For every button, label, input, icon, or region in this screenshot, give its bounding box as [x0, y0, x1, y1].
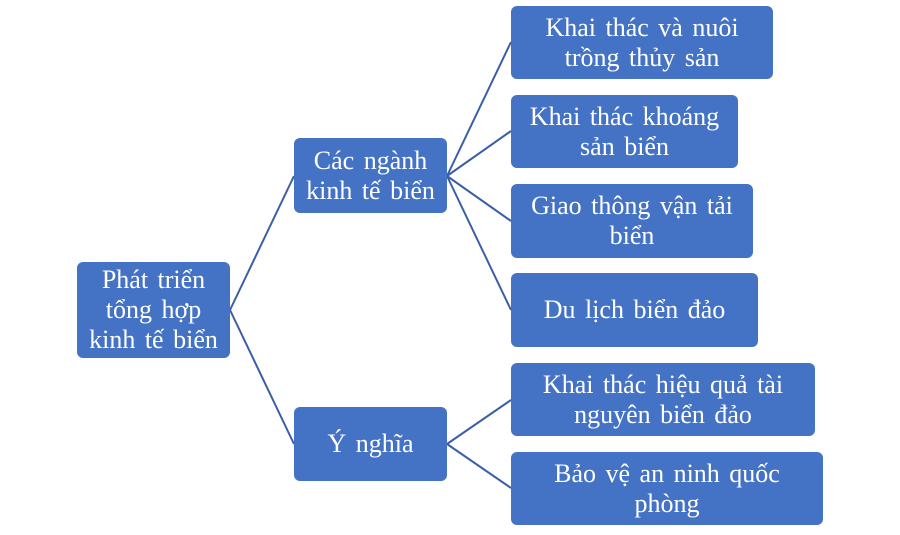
- connector-branch-0-leaf-3: [446, 175, 512, 311]
- leaf-node: Khai thác khoáng sản biển: [511, 95, 738, 168]
- connector-branch-1-leaf-0: [446, 399, 512, 445]
- connector-branch-1-leaf-1: [446, 443, 512, 489]
- connector-branch-0-leaf-1: [446, 130, 512, 177]
- root-node: Phát triển tổng hợp kinh tế biển: [77, 262, 230, 358]
- branch-node-industries: Các ngành kinh tế biển: [294, 138, 447, 213]
- branch-node-significance: Ý nghĩa: [294, 407, 447, 481]
- connector-root-branch-0: [229, 175, 295, 311]
- leaf-node: Bảo vệ an ninh quốc phòng: [511, 452, 823, 525]
- connector-branch-0-leaf-2: [446, 175, 512, 222]
- leaf-node: Khai thác hiệu quả tài nguyên biển đảo: [511, 363, 815, 436]
- leaf-node: Giao thông vận tải biển: [511, 184, 753, 258]
- connector-root-branch-1: [229, 309, 295, 445]
- leaf-node: Khai thác và nuôi trồng thủy sản: [511, 6, 773, 79]
- connector-branch-0-leaf-0: [446, 41, 512, 177]
- leaf-node: Du lịch biển đảo: [511, 273, 758, 347]
